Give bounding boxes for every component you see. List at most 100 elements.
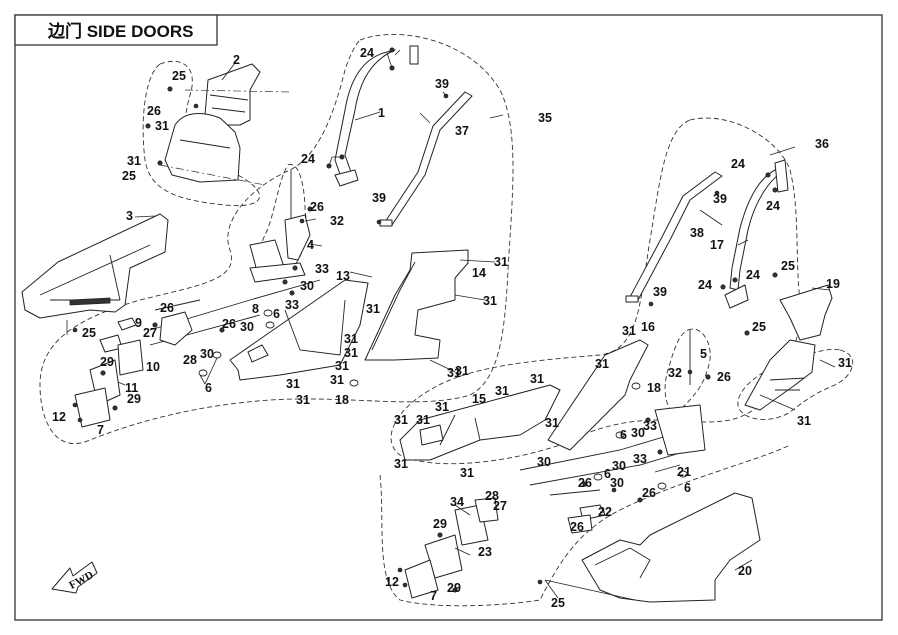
- callout-33: 33: [643, 419, 657, 433]
- part-3-door-frame-left: [21, 213, 169, 319]
- callout-30: 30: [537, 455, 551, 469]
- group-outline-door-panel-left: [142, 60, 260, 207]
- callout-6: 6: [620, 428, 627, 442]
- callout-6: 6: [604, 467, 611, 481]
- callout-27: 27: [493, 499, 507, 513]
- callout-34: 34: [450, 495, 464, 509]
- callout-31: 31: [344, 332, 358, 346]
- callout-31: 31: [286, 377, 300, 391]
- callout-31: 31: [344, 346, 358, 360]
- callout-31: 31: [455, 364, 469, 378]
- callout-26: 26: [310, 200, 324, 214]
- callout-10: 10: [146, 360, 160, 374]
- callout-25: 25: [551, 596, 565, 610]
- callout-31: 31: [622, 324, 636, 338]
- callout-29: 29: [447, 581, 461, 595]
- callout-30: 30: [631, 426, 645, 440]
- callout-12: 12: [385, 575, 399, 589]
- callout-26: 26: [222, 317, 236, 331]
- callout-31: 31: [494, 255, 508, 269]
- callout-37: 37: [455, 124, 469, 138]
- part-20-lower-trim: [581, 492, 761, 603]
- callout-18: 18: [335, 393, 349, 407]
- callout-39: 39: [713, 192, 727, 206]
- callout-39: 39: [372, 191, 386, 205]
- callout-29: 29: [433, 517, 447, 531]
- callout-35: 35: [538, 111, 552, 125]
- callout-12: 12: [52, 410, 66, 424]
- part-37-tube: [379, 91, 473, 227]
- callout-23: 23: [478, 545, 492, 559]
- callout-24: 24: [698, 278, 712, 292]
- callout-4: 4: [307, 238, 314, 252]
- callout-39: 39: [653, 285, 667, 299]
- part-13-lower-frame: [229, 279, 369, 381]
- callout-32: 32: [330, 214, 344, 228]
- callout-30: 30: [610, 476, 624, 490]
- callout-29: 29: [127, 392, 141, 406]
- frame-rails-left: [149, 279, 321, 346]
- leader-lines: [66, 49, 836, 601]
- fwd-arrow-icon: FWD: [51, 561, 98, 594]
- callout-26: 26: [578, 476, 592, 490]
- part-1-roll-bar: [334, 45, 419, 187]
- callout-14: 14: [472, 266, 486, 280]
- part-22-handle: [567, 504, 606, 534]
- callout-31: 31: [460, 466, 474, 480]
- callout-31: 31: [127, 154, 141, 168]
- page-title: 边门 SIDE DOORS: [47, 21, 193, 41]
- group-outline-panel-20: [379, 444, 791, 607]
- callout-16: 16: [641, 320, 655, 334]
- callout-20: 20: [738, 564, 752, 578]
- callout-9: 9: [135, 316, 142, 330]
- part-38-tube: [625, 171, 723, 303]
- callout-30: 30: [612, 459, 626, 473]
- callout-18: 18: [647, 381, 661, 395]
- callout-33: 33: [285, 298, 299, 312]
- callout-26: 26: [570, 520, 584, 534]
- callout-31: 31: [483, 294, 497, 308]
- callout-17: 17: [710, 238, 724, 252]
- part-2-door-panel: [164, 63, 261, 183]
- callout-31: 31: [394, 413, 408, 427]
- callout-28: 28: [183, 353, 197, 367]
- part-15-16-door-frame-right: [399, 339, 649, 461]
- part-9-10-11-latch-assembly: [74, 317, 144, 428]
- title-box: [14, 14, 218, 46]
- callout-29: 29: [100, 355, 114, 369]
- part-4-hinge: [249, 170, 311, 283]
- callout-31: 31: [797, 414, 811, 428]
- callout-30: 30: [300, 279, 314, 293]
- callout-26: 26: [160, 301, 174, 315]
- callout-32: 32: [668, 366, 682, 380]
- callout-25: 25: [122, 169, 136, 183]
- callout-38: 38: [690, 226, 704, 240]
- group-outline-assembly-36: [390, 117, 802, 465]
- part-19-door-panel-right: [744, 284, 833, 411]
- callout-28: 28: [485, 489, 499, 503]
- callout-25: 25: [752, 320, 766, 334]
- callout-31: 31: [330, 373, 344, 387]
- callout-24: 24: [731, 157, 745, 171]
- callout-31: 31: [335, 359, 349, 373]
- diagram-frame: [14, 14, 883, 621]
- part-14-side-panel: [364, 249, 469, 361]
- callout-31: 31: [530, 372, 544, 386]
- callout-24: 24: [360, 46, 374, 60]
- callout-31: 31: [366, 302, 380, 316]
- callout-22: 22: [598, 505, 612, 519]
- part-23-34-latch-assembly: [404, 497, 499, 599]
- callout-26: 26: [147, 104, 161, 118]
- callout-13: 13: [336, 269, 350, 283]
- part-17-roll-bar: [724, 159, 789, 309]
- callout-25: 25: [82, 326, 96, 340]
- callout-21: 21: [677, 465, 691, 479]
- callout-25: 25: [172, 69, 186, 83]
- callout-31: 31: [447, 366, 461, 380]
- callout-6: 6: [205, 381, 212, 395]
- callout-26: 26: [642, 486, 656, 500]
- callout-7: 7: [97, 423, 104, 437]
- callout-1: 1: [378, 106, 385, 120]
- callout-24: 24: [301, 152, 315, 166]
